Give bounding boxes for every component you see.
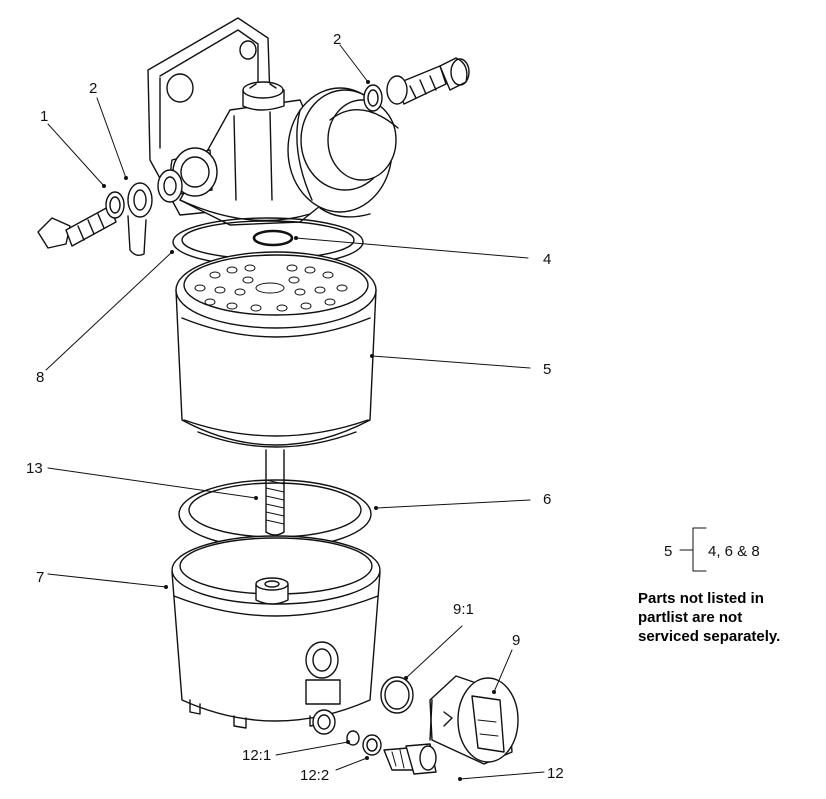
sensor-ring [380, 676, 414, 714]
service-note-line-1: Parts not listed in [638, 590, 764, 607]
leader-dots [102, 80, 496, 781]
callout-labels: 1 2 2 4 5 6 7 8 9 9:1 12 12:1 12:2 13 5 … [26, 31, 760, 784]
leader-lines [45, 44, 545, 780]
center-stud [265, 449, 285, 536]
water-sensor [429, 675, 519, 765]
callout-13: 13 [26, 460, 43, 477]
callout-9-1: 9:1 [453, 601, 474, 618]
callout-12: 12 [547, 765, 564, 782]
service-note: Parts not listed in partlist are not ser… [638, 589, 823, 646]
drain-plug [383, 743, 437, 775]
service-note-line-2: partlist are not [638, 609, 743, 626]
callout-4: 4 [543, 251, 551, 268]
callout-7: 7 [36, 569, 44, 586]
drain-washers [312, 709, 382, 756]
callout-1: 1 [40, 108, 48, 125]
callout-8: 8 [36, 369, 44, 386]
kit-legend-children: 4, 6 & 8 [708, 543, 760, 560]
o-ring [252, 229, 294, 247]
sensor-ring-inner [384, 680, 410, 710]
callout-2-top: 2 [333, 31, 341, 48]
primer-pump [287, 87, 399, 218]
banjo-bolt-right [363, 57, 470, 112]
banjo-bolt-left [37, 169, 183, 257]
callout-9: 9 [512, 632, 520, 649]
filter-bowl [171, 535, 381, 729]
filter-perforations [194, 264, 348, 312]
filter-element [175, 251, 377, 448]
service-note-line-3: serviced separately. [638, 628, 781, 645]
callout-6: 6 [543, 491, 551, 508]
kit-legend-parent: 5 [664, 543, 672, 560]
callout-5: 5 [543, 361, 551, 378]
callout-2-left: 2 [89, 80, 97, 97]
kit-legend-bracket [679, 527, 707, 572]
callout-12-1: 12:1 [242, 747, 271, 764]
callout-12-2: 12:2 [300, 767, 329, 784]
